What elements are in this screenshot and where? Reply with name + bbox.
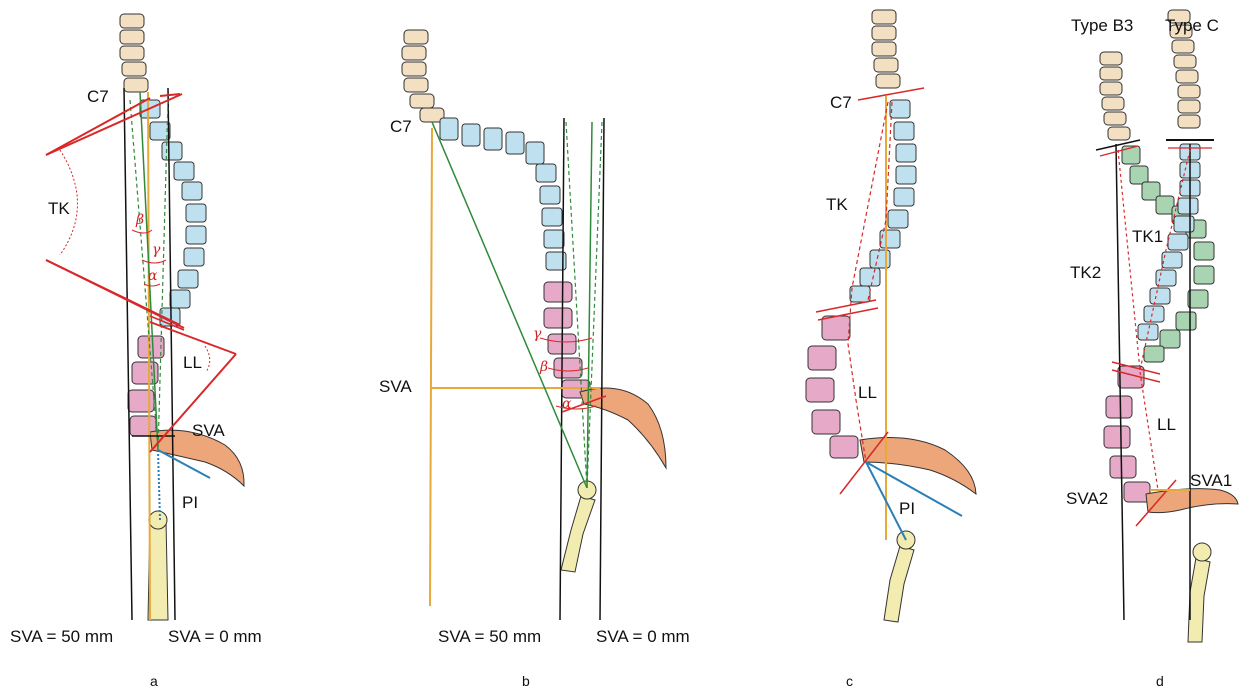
panel-a-femur [148,511,168,620]
panel-c-pi-label: PI [899,499,915,518]
panel-d-lumbar-spine [1104,366,1150,502]
panel-d-type-b3-label: Type B3 [1071,16,1133,35]
panel-b-femur [561,481,596,572]
panel-c-letter: c [846,673,853,689]
panel-d-type-b3-cervical [1100,52,1130,140]
panel-a: C7 TK LL SVA PI β γ α SVA = 50 mm SVA = … [10,14,262,689]
panel-d-sva2-label: SVA2 [1066,489,1108,508]
panel-a-ll-arc [205,346,210,372]
panel-b-gamma-label: γ [533,326,542,342]
panel-c-c7-line [858,88,924,100]
panel-a-sva-label: SVA [192,421,225,440]
panel-b-green-dashed-1 [566,122,587,488]
panel-a-letter: a [150,673,158,689]
panel-b-cervical-spine [402,30,444,122]
panel-a-pi-label: PI [182,493,198,512]
panel-b-beta-label: β [539,359,548,375]
panel-c-cervical-spine [872,10,900,88]
panel-d-femur [1188,543,1211,642]
panel-b-letter: b [522,673,530,689]
panel-b-alpha-label: α [562,396,572,412]
panel-c-c7-label: C7 [830,93,852,112]
panel-a-alpha-label: α [148,268,158,284]
panel-d-tk2-label: TK2 [1070,263,1101,282]
panel-b-sva50-label: SVA = 50 mm [438,627,541,646]
panel-d-ll-dashed [1140,372,1158,490]
panel-d-sacrum [1146,489,1238,513]
panel-b-sva-label: SVA [379,377,412,396]
panel-c: C7 TK LL PI c [806,10,976,689]
panel-a-alpha-arc [144,284,160,286]
panel-a-tk-label: TK [48,199,70,218]
panel-c-lumbar-spine [806,316,858,458]
panel-b-plumb-orange [430,128,432,606]
panel-a-c7-label: C7 [87,87,109,106]
panel-d: Type B3 Type C TK1 TK2 LL SVA1 SVA2 d [1066,10,1238,689]
panel-d-ll-label: LL [1157,415,1176,434]
panel-a-lumbar-spine [128,336,164,436]
panel-a-gamma-label: γ [152,242,161,258]
panel-a-ll-label: LL [183,353,202,372]
panel-a-plumb-black-1 [124,88,132,620]
panel-b-sva0-label: SVA = 0 mm [596,627,690,646]
panel-b-c7-label: C7 [390,117,412,136]
panel-a-pi-vertical [158,450,160,520]
panel-c-femur [884,531,915,622]
panel-d-tk1-label: TK1 [1132,227,1163,246]
panel-a-gamma-arc [142,260,166,263]
panel-d-sva1-label: SVA1 [1190,471,1232,490]
panel-c-ll-label: LL [858,383,877,402]
panel-d-letter: d [1156,673,1164,689]
panel-b: C7 SVA γ β α SVA = 50 mm SVA = 0 mm b [379,30,690,689]
panel-b-thoracic-spine [440,118,566,270]
panel-a-beta-label: β [135,212,144,228]
panel-a-plumb-orange [148,92,150,620]
panel-a-sva0-label: SVA = 0 mm [168,627,262,646]
panel-c-tk-label: TK [826,195,848,214]
panel-a-cervical-spine [120,14,148,92]
panel-a-sva50-label: SVA = 50 mm [10,627,113,646]
panel-b-plumb-black-2 [600,118,604,620]
panel-d-type-c-label: Type C [1165,16,1219,35]
